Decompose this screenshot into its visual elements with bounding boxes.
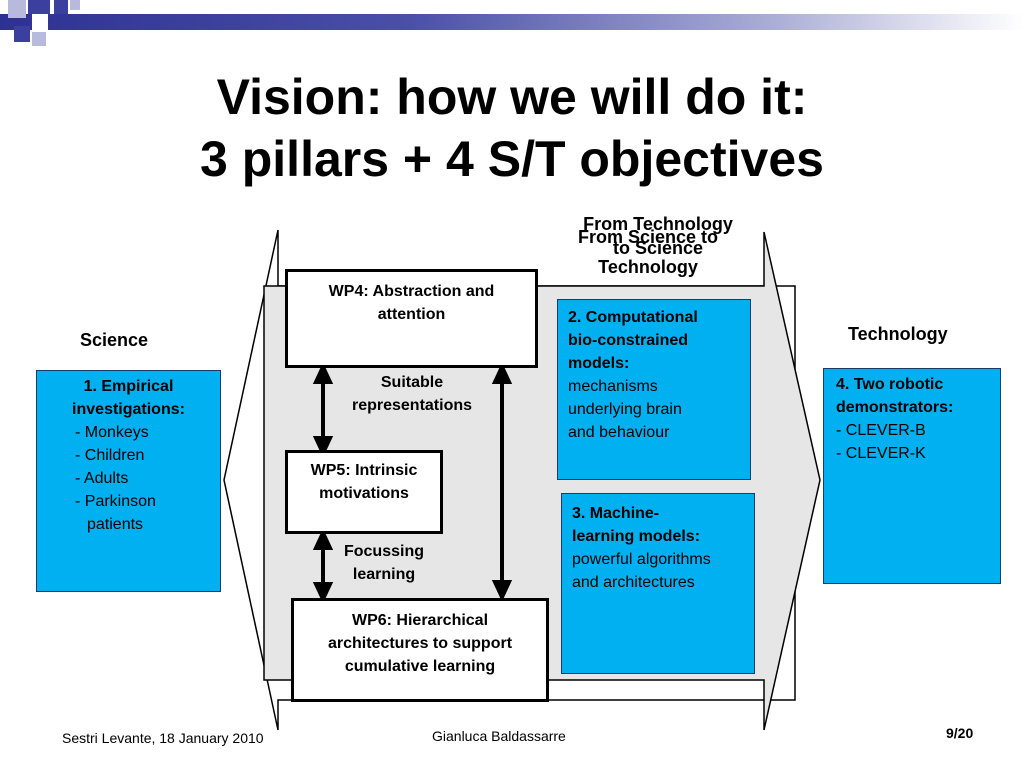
header-square-decor	[54, 0, 68, 14]
computational-body-line1: mechanisms	[568, 378, 658, 395]
heading-technology: Technology	[848, 324, 948, 344]
wp6-line1: WP6: Hierarchical	[351, 612, 489, 629]
wp4-line1: WP4: Abstraction and	[328, 283, 495, 300]
ml-body-line2: and architectures	[572, 574, 695, 591]
robotic-title-line2: demonstrators:	[836, 399, 954, 416]
label-tech-to-science-line2: to Science	[612, 238, 704, 258]
list-item: - Monkeys	[75, 424, 149, 441]
slide-title-line2: 3 pillars + 4 S/T objectives	[200, 131, 824, 187]
wp5-line1: WP5: Intrinsic	[310, 462, 418, 479]
header-square-decor	[70, 0, 80, 10]
wp5-box: WP5: Intrinsic motivations	[285, 450, 443, 534]
connector-suitable-line2: representations	[351, 397, 473, 414]
computational-body-line2: underlying brain	[568, 401, 682, 418]
header-square-decor	[8, 0, 26, 18]
computational-title-line3: models:	[568, 355, 630, 372]
list-item: - Parkinson	[75, 493, 156, 510]
header-square-decor	[28, 0, 50, 14]
empirical-title-line2: investigations:	[72, 401, 185, 418]
double-arrow-wp5-wp6	[312, 528, 334, 604]
double-arrow-wp4-wp5	[312, 362, 334, 458]
wp5-line2: motivations	[319, 485, 409, 502]
heading-science: Science	[80, 330, 149, 350]
robotic-demonstrators-box: 4. Two robotic demonstrators: - CLEVER-B…	[823, 368, 1001, 584]
connector-focussing-line1: Focussing	[343, 543, 424, 560]
header-square-decor	[14, 26, 30, 42]
wp6-line3: cumulative learning	[344, 658, 496, 675]
footer-location-date: Sestri Levante, 18 January 2010	[62, 730, 264, 746]
machine-learning-models-box: 3. Machine- learning models: powerful al…	[561, 493, 755, 674]
ml-title-line1: 3. Machine-	[572, 505, 660, 522]
wp4-line2: attention	[377, 306, 446, 323]
connector-label-focussing: Focussing learning	[326, 540, 442, 586]
label-science-to-tech: From Science to Technology	[530, 222, 766, 282]
list-item: - CLEVER-K	[836, 445, 926, 462]
computational-models-box: 2. Computational bio-constrained models:…	[557, 299, 751, 480]
wp4-box: WP4: Abstraction and attention	[285, 269, 538, 368]
header-gradient-bar	[0, 14, 1024, 30]
list-item: - Children	[75, 447, 145, 464]
list-item: patients	[87, 516, 144, 533]
header-square-decor	[32, 32, 46, 46]
wp6-line2: architectures to support	[327, 635, 513, 652]
computational-title-line2: bio-constrained	[568, 332, 689, 349]
footer-page-number: 9/20	[946, 725, 974, 741]
double-arrow-wp4-wp6	[491, 362, 513, 602]
empirical-title-line1: 1. Empirical	[83, 378, 174, 395]
ml-body-line1: powerful algorithms	[572, 551, 711, 568]
connector-suitable-line1: Suitable	[380, 374, 444, 391]
list-item: - Adults	[75, 470, 129, 487]
label-science-to-tech-line2: Technology	[598, 257, 698, 277]
label-science-to-tech-line1: From Science to	[577, 227, 719, 247]
connector-focussing-line2: learning	[352, 566, 416, 583]
computational-body-line3: and behaviour	[568, 424, 670, 441]
list-item: - CLEVER-B	[836, 422, 926, 439]
footer-author: Gianluca Baldassarre	[432, 728, 566, 744]
empirical-investigations-box: 1. Empirical investigations: - Monkeys -…	[36, 370, 221, 592]
label-tech-to-science-line1: From Technology	[583, 214, 733, 234]
header-square-decor	[32, 14, 48, 30]
robotic-title-line1: 4. Two robotic	[836, 376, 944, 393]
slide-title: Vision: how we will do it: 3 pillars + 4…	[60, 66, 964, 190]
ml-title-line2: learning models:	[572, 528, 701, 545]
computational-title-line1: 2. Computational	[568, 309, 698, 326]
wp6-box: WP6: Hierarchical architectures to suppo…	[291, 598, 549, 702]
label-tech-to-science: From Technology to Science	[540, 212, 776, 260]
connector-label-suitable: Suitable representations	[332, 371, 492, 417]
slide-title-line1: Vision: how we will do it:	[216, 69, 808, 125]
